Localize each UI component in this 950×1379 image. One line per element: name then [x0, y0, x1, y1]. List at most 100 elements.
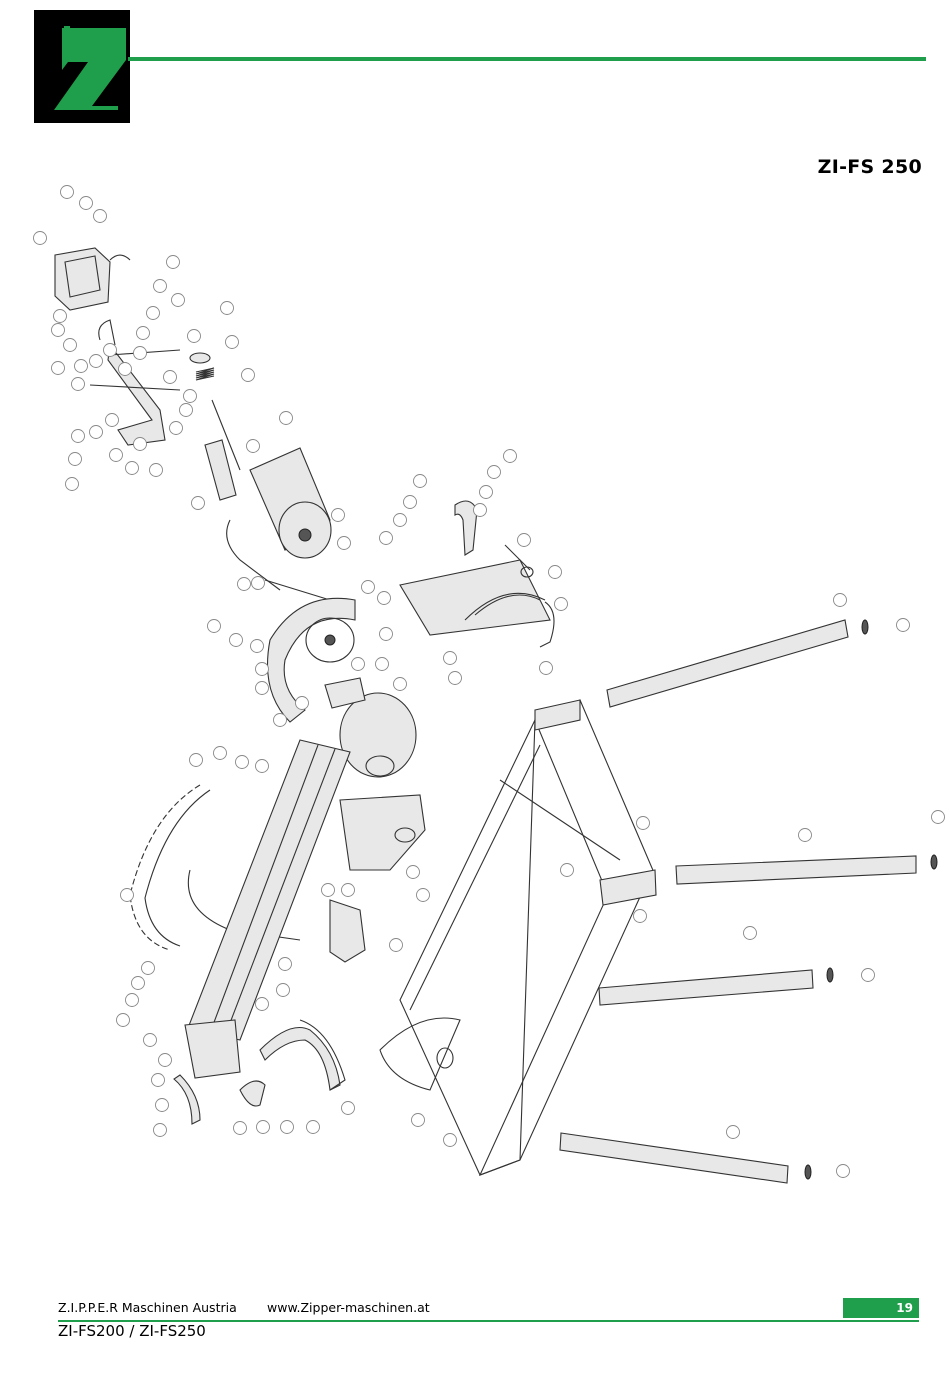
part-callout: [33, 231, 47, 245]
part-callout: [146, 306, 160, 320]
part-callout: [225, 335, 239, 349]
part-callout: [89, 425, 103, 439]
part-callout: [633, 909, 647, 923]
part-callout: [273, 713, 287, 727]
blade-guard: [267, 597, 356, 723]
part-callout: [151, 1073, 165, 1087]
part-callout: [798, 828, 812, 842]
part-callout: [636, 816, 650, 830]
part-callout: [406, 865, 420, 879]
part-callout: [71, 429, 85, 443]
part-callout: [89, 354, 103, 368]
part-callout: [389, 938, 403, 952]
footer-models: ZI-FS200 / ZI-FS250: [58, 1322, 206, 1340]
part-callout: [191, 496, 205, 510]
lower-bracket: [173, 899, 366, 1125]
part-callout: [179, 403, 193, 417]
part-callout: [120, 888, 134, 902]
part-callout: [149, 463, 163, 477]
part-callout: [931, 810, 945, 824]
part-callout: [503, 449, 517, 463]
part-callout: [169, 421, 183, 435]
part-callout: [255, 997, 269, 1011]
part-callout: [278, 957, 292, 971]
part-callout: [153, 1123, 167, 1137]
part-callout: [233, 1121, 247, 1135]
part-callout: [379, 531, 393, 545]
part-callout: [207, 619, 221, 633]
part-callout: [250, 639, 264, 653]
part-callout: [276, 983, 290, 997]
part-callout: [220, 301, 234, 315]
legs: [559, 619, 938, 1184]
footer-company: Z.I.P.P.E.R Maschinen Austria: [58, 1300, 237, 1315]
part-callout: [341, 883, 355, 897]
part-callout: [560, 863, 574, 877]
part-callout: [896, 618, 910, 632]
part-callout: [255, 681, 269, 695]
part-callouts: [33, 185, 945, 1178]
zipper-logo: [34, 10, 130, 123]
part-callout: [833, 593, 847, 607]
part-callout: [321, 883, 335, 897]
part-callout: [361, 580, 375, 594]
part-callout: [125, 993, 139, 1007]
part-callout: [171, 293, 185, 307]
part-callout: [60, 185, 74, 199]
part-callout: [155, 1098, 169, 1112]
motor: [226, 447, 332, 601]
part-callout: [331, 508, 345, 522]
part-callout: [411, 1113, 425, 1127]
footer-url[interactable]: www.Zipper-maschinen.at: [267, 1300, 430, 1315]
part-callout: [861, 968, 875, 982]
part-callout: [377, 591, 391, 605]
part-callout: [443, 651, 457, 665]
part-callout: [479, 485, 493, 499]
part-callout: [166, 255, 180, 269]
part-callout: [235, 755, 249, 769]
part-callout: [237, 577, 251, 591]
part-callout: [65, 477, 79, 491]
part-callout: [341, 1101, 355, 1115]
part-callout: [256, 1120, 270, 1134]
part-callout: [487, 465, 501, 479]
part-callout: [141, 961, 155, 975]
part-callout: [726, 1125, 740, 1139]
part-callout: [187, 329, 201, 343]
part-callout: [416, 888, 430, 902]
part-callout: [74, 359, 88, 373]
part-callout: [306, 1120, 320, 1134]
part-callout: [51, 361, 65, 375]
part-callout: [241, 368, 255, 382]
part-callout: [63, 338, 77, 352]
part-callout: [743, 926, 757, 940]
part-callout: [143, 1033, 157, 1047]
exploded-parts-diagram: [0, 170, 950, 1220]
part-callout: [125, 461, 139, 475]
part-callout: [213, 746, 227, 760]
part-callout: [71, 377, 85, 391]
switch-box: [54, 247, 131, 311]
part-callout: [118, 362, 132, 376]
header-rule: [128, 57, 926, 61]
main-frame: [379, 699, 657, 1176]
part-callout: [279, 411, 293, 425]
part-callout: [517, 533, 531, 547]
part-callout: [229, 633, 243, 647]
page-number: 19: [843, 1298, 919, 1318]
part-callout: [116, 1013, 130, 1027]
part-callout: [93, 209, 107, 223]
part-callout: [280, 1120, 294, 1134]
part-callout: [337, 536, 351, 550]
model-title: ZI-FS 250: [817, 156, 922, 178]
part-callout: [79, 196, 93, 210]
part-callout: [295, 696, 309, 710]
part-callout: [393, 677, 407, 691]
part-callout: [105, 413, 119, 427]
slide-rail: [187, 739, 426, 1041]
part-callout: [153, 279, 167, 293]
saw-blade: [324, 677, 417, 778]
part-callout: [51, 323, 65, 337]
part-callout: [133, 346, 147, 360]
part-callout: [403, 495, 417, 509]
